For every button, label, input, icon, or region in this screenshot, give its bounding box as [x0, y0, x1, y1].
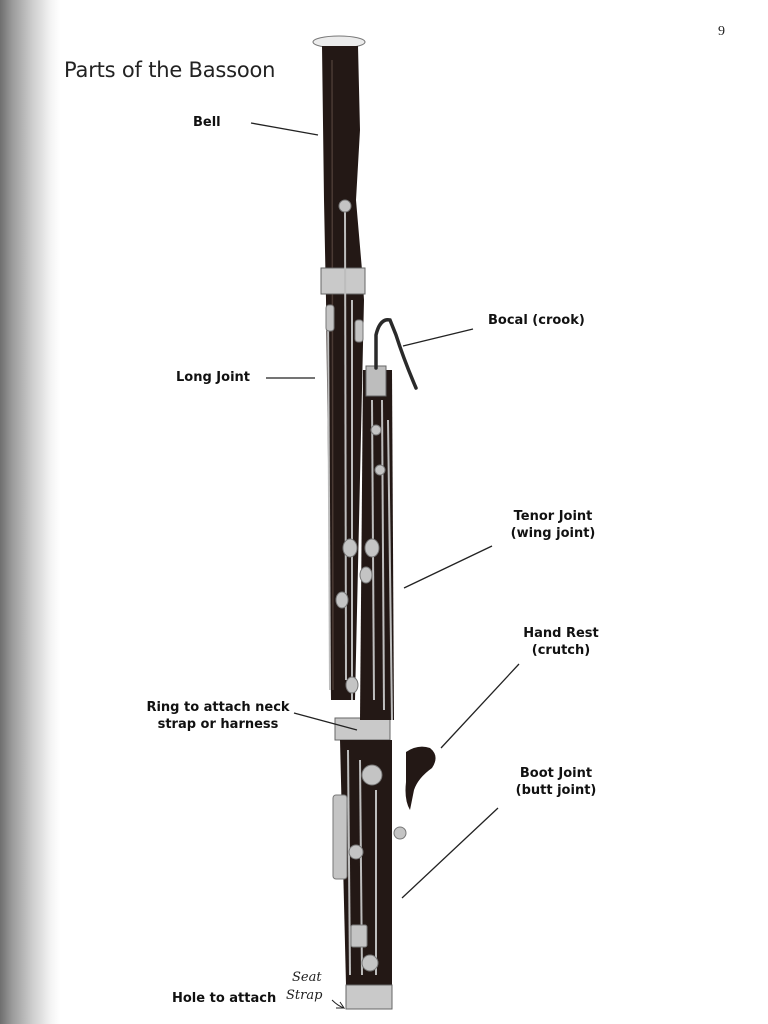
label-hole: Hole to attach — [172, 991, 277, 1006]
label-ring-line2: strap or harness — [157, 717, 279, 732]
boot-joint-body — [340, 740, 392, 985]
ring-leader — [293, 712, 358, 731]
leader-lines — [250, 122, 520, 899]
bocal-leader — [402, 328, 474, 347]
metal-ring-2 — [334, 717, 391, 741]
label-tenor-joint-line1: Tenor Joint — [513, 509, 593, 524]
metal-ring-1 — [320, 267, 366, 295]
tenor-top-ring — [365, 365, 387, 397]
label-hand-rest-line2: (crutch) — [531, 643, 591, 658]
hand-rest-leader — [440, 663, 520, 749]
bell-leader — [250, 122, 319, 136]
long-joint-highlight — [331, 59, 334, 691]
label-ring: Ring to attach neck strap or harness — [138, 699, 298, 733]
page-number: 9 — [718, 24, 725, 39]
bocal — [374, 318, 418, 390]
tenor-joint-leader — [403, 545, 493, 589]
label-tenor-joint-line2: (wing joint) — [510, 526, 596, 541]
boot-bottom-cap — [345, 984, 393, 1010]
handwritten-seat: Seat — [292, 970, 322, 985]
label-hand-rest-line1: Hand Rest — [523, 626, 599, 641]
label-bell: Bell — [193, 115, 221, 130]
label-tenor-joint: Tenor Joint (wing joint) — [503, 508, 603, 542]
hand-rest — [405, 746, 436, 810]
boot-keys — [332, 764, 407, 972]
label-long-joint: Long Joint — [176, 370, 250, 385]
handwritten-arrow — [331, 999, 346, 1009]
handwritten-strap: Strap — [286, 988, 323, 1003]
label-boot-joint: Boot Joint (butt joint) — [506, 765, 606, 799]
label-boot-joint-line2: (butt joint) — [515, 783, 597, 798]
boot-joint-leader — [401, 807, 499, 899]
keys — [325, 199, 386, 694]
label-ring-line1: Ring to attach neck — [146, 700, 290, 715]
page-title: Parts of the Bassoon — [64, 58, 276, 82]
scan-edge-shadow — [0, 0, 60, 1024]
label-boot-joint-line1: Boot Joint — [519, 766, 593, 781]
label-hand-rest: Hand Rest (crutch) — [513, 625, 609, 659]
label-bocal: Bocal (crook) — [488, 313, 585, 328]
bassoon-illustration — [312, 35, 436, 1010]
